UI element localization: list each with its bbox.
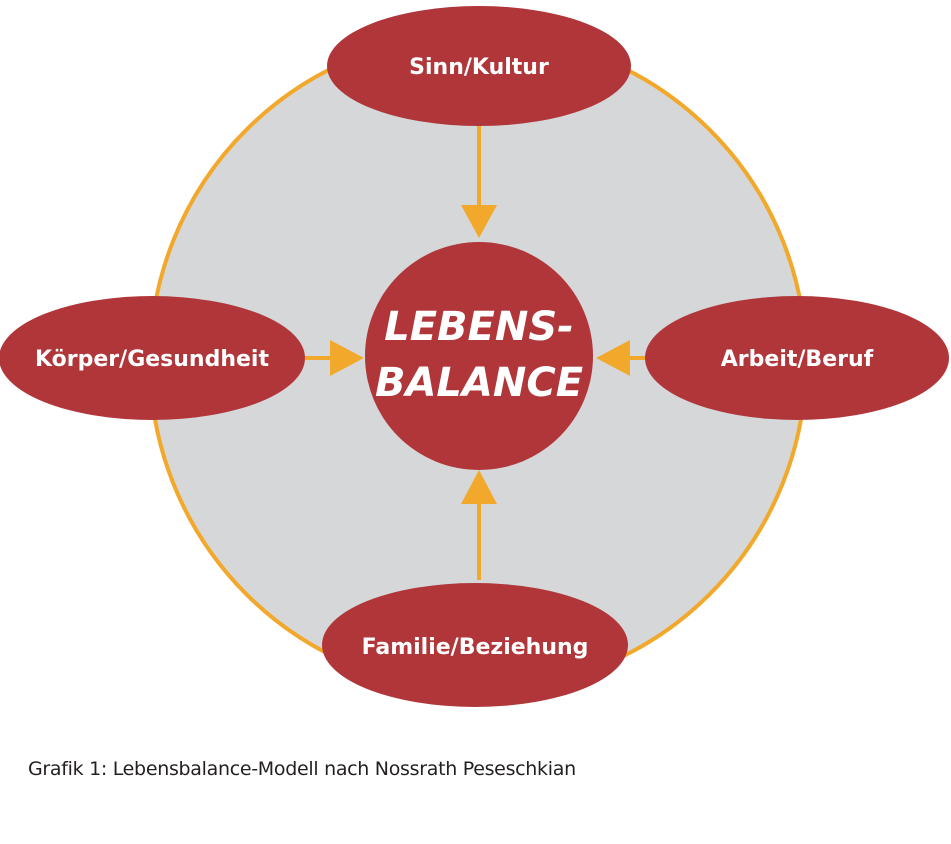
center-label-line1: LEBENS- (384, 304, 574, 350)
center-label-line2: BALANCE (375, 360, 583, 406)
node-right: Arbeit/Beruf (645, 296, 949, 420)
center-node: LEBENS- BALANCE (365, 242, 593, 470)
node-top-label: Sinn/Kultur (409, 55, 549, 80)
arrow-left-to-center (305, 340, 364, 376)
arrow-top-to-center (461, 122, 497, 238)
node-top: Sinn/Kultur (327, 6, 631, 126)
arrow-bottom-to-center (461, 470, 497, 580)
node-left-label: Körper/Gesundheit (35, 347, 269, 372)
lebensbalance-diagram: LEBENS- BALANCE Sinn/Kultur Körper/Gesun… (0, 6, 949, 707)
node-bottom-label: Familie/Beziehung (362, 635, 589, 660)
node-bottom: Familie/Beziehung (322, 583, 628, 707)
node-left: Körper/Gesundheit (0, 296, 305, 420)
figure-caption: Grafik 1: Lebensbalance-Modell nach Noss… (28, 758, 576, 780)
node-right-label: Arbeit/Beruf (721, 347, 874, 372)
arrow-right-to-center (596, 340, 648, 376)
